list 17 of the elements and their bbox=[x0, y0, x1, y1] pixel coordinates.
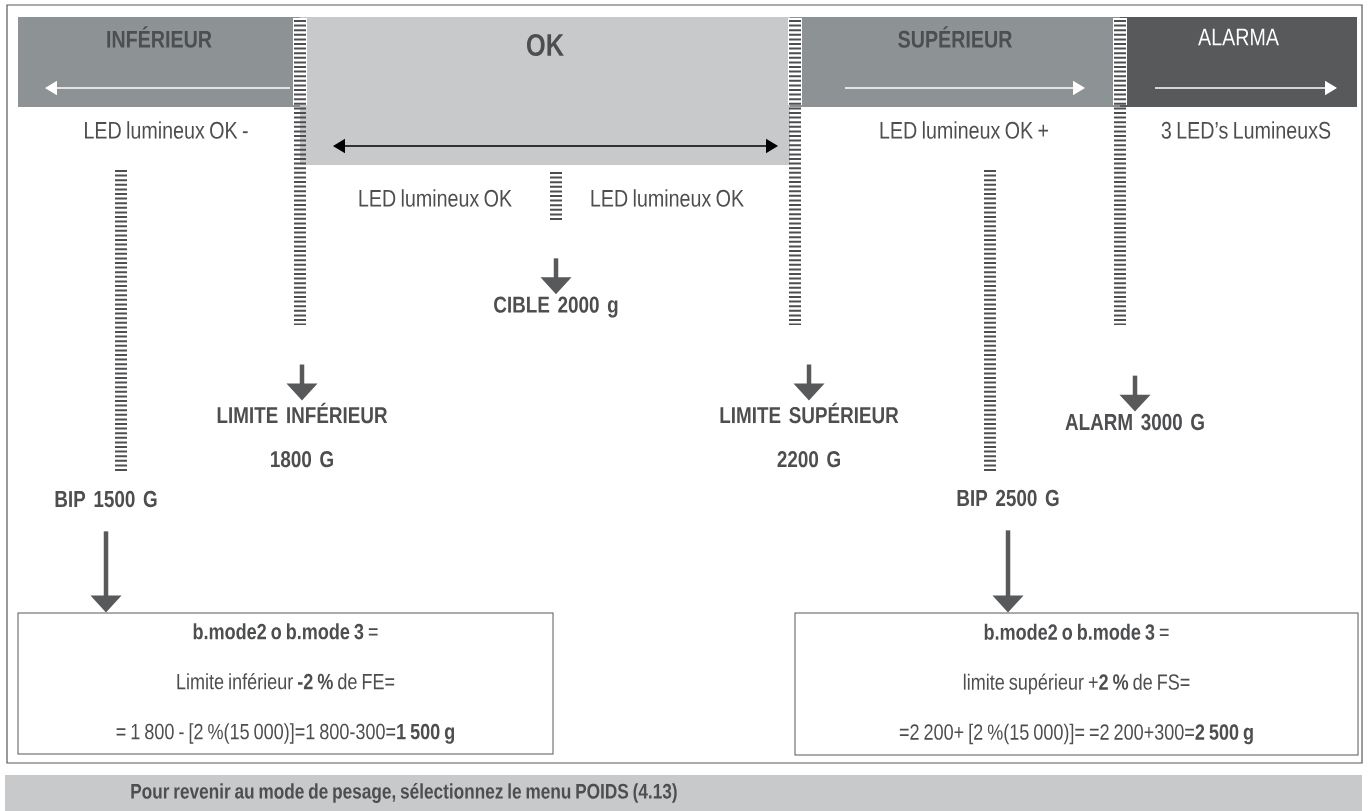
value-label: LIMITE INFÉRIEUR 1800 G bbox=[217, 402, 388, 468]
zone-caption: 3 LED’s LumineuxS bbox=[1161, 121, 1331, 139]
value-label: BIP 2500 G bbox=[957, 489, 1059, 507]
zone-caption: LED lumineux OK bbox=[359, 189, 512, 207]
zone-caption: LED lumineux OK - bbox=[85, 121, 248, 139]
note-bar: Pour revenir au mode de pesage, sélectionnez le menu POIDS (4.13) bbox=[5, 775, 1362, 811]
formula-box: b.mode2 o b.mode 3 = Limite inférieur -2 % de FE= = 1 800 - [2 %(15 000)]=1 800-300=1 500 g bbox=[17, 612, 554, 755]
value-label: LIMITE SUPÉRIEUR 2200 G bbox=[720, 402, 899, 468]
zone-band: INFÉRIEUR bbox=[18, 17, 300, 107]
zone-caption: LED lumineux OK bbox=[591, 189, 744, 207]
value-label: ALARM 3000 G bbox=[1065, 413, 1204, 431]
zone-band: ALARMA bbox=[1120, 17, 1357, 107]
zone-band: OK bbox=[300, 17, 790, 165]
formula-box: b.mode2 o b.mode 3 = limite supérieur +2 % de FS= =2 200+ [2 %(15 000)]= =2 200+300=2 500 g bbox=[794, 612, 1359, 756]
value-label: CIBLE 2000 g bbox=[494, 296, 618, 318]
zone-band: SUPÉRIEUR bbox=[790, 17, 1120, 107]
value-label: BIP 1500 G bbox=[55, 490, 157, 508]
